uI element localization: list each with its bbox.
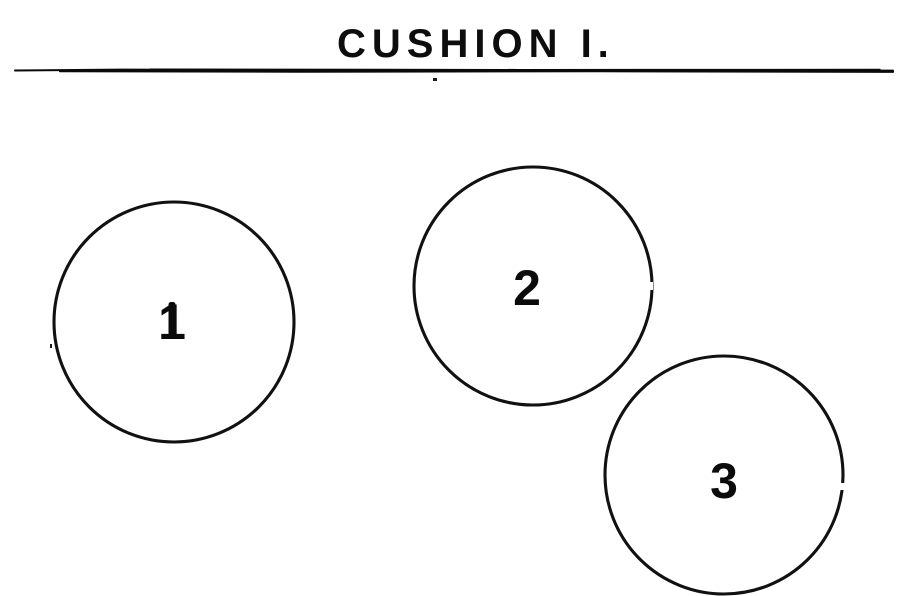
stroke-gap-3 — [840, 483, 845, 490]
figure-circle-2: 2 — [412, 165, 654, 407]
figure-circle-1: 1 — [52, 200, 296, 444]
circle-label-1: 1 — [158, 294, 186, 350]
stroke-gap-2 — [648, 282, 653, 290]
numeral-bar-1 — [168, 302, 176, 339]
circle-outline-3 — [603, 354, 845, 596]
stroke-gap-1 — [96, 216, 103, 221]
circle-label-2: 2 — [513, 260, 541, 316]
header-rule — [14, 68, 895, 73]
circle-label-3: 3 — [710, 453, 738, 509]
figure-circle-3: 3 — [603, 354, 845, 596]
speck-left-of-circle-one — [50, 344, 52, 348]
speck-below-rule — [433, 78, 437, 81]
page-title: CUSHION I. — [337, 22, 615, 66]
